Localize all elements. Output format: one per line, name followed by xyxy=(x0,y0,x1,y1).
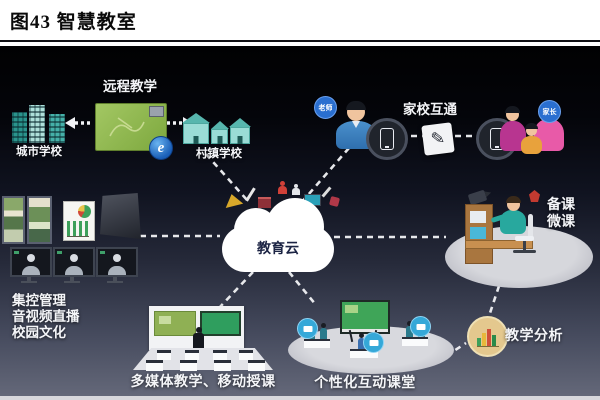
classroom-wall xyxy=(149,306,244,351)
screen-sketch xyxy=(109,117,145,137)
tablet-icon xyxy=(297,318,318,339)
figure-title-bar: 图43 智慧教室 xyxy=(0,0,600,42)
bar-chart-icon xyxy=(67,221,89,237)
house-icon xyxy=(182,113,210,144)
video-monitor-icon xyxy=(10,247,52,283)
student-desk-icon xyxy=(248,360,265,371)
video-monitor-icon xyxy=(53,247,95,283)
remote-teaching-title: 远程教学 xyxy=(103,79,157,94)
control-line-3: 校园文化 xyxy=(12,325,66,340)
student-desk-icon xyxy=(350,349,378,358)
figure-title: 图43 智慧教室 xyxy=(10,12,137,33)
interactive-classroom-icon xyxy=(286,296,456,378)
connector-lines xyxy=(65,117,501,364)
village-school-label: 村镇学校 xyxy=(196,148,242,160)
student-icon xyxy=(292,184,300,195)
multimedia-label: 多媒体教学、移动授课 xyxy=(130,373,276,389)
graduation-icon xyxy=(529,190,540,202)
education-cloud-label: 教育云 xyxy=(257,240,299,256)
student-desk-icon xyxy=(180,360,197,371)
student-desk-icon xyxy=(239,350,253,360)
greenboard-icon xyxy=(200,311,241,336)
student-desk-icon xyxy=(185,350,199,360)
browser-icon: e xyxy=(149,136,173,160)
analysis-bar-chart-icon xyxy=(477,328,499,347)
analysis-label: 教学分析 xyxy=(505,327,563,343)
book-icon xyxy=(258,197,271,208)
multimedia-classroom-icon xyxy=(133,298,273,376)
chair-icon xyxy=(528,214,533,238)
prep-line-1: 备课 xyxy=(547,196,575,212)
desk-hutch xyxy=(465,204,493,264)
student-desk-icon xyxy=(402,337,428,346)
pie-chart-icon xyxy=(78,205,91,218)
student-desk-icon xyxy=(304,339,330,348)
phone-icon xyxy=(366,118,408,160)
bottom-strip xyxy=(0,396,600,400)
city-school-icon xyxy=(12,101,68,143)
control-line-1: 集控管理 xyxy=(12,293,66,308)
prep-label: 备课 微课 xyxy=(547,196,591,230)
teaching-analysis-icon xyxy=(467,316,508,357)
report-chart-icon xyxy=(63,201,95,241)
smart-classroom-diagram: 远程教学 e 城市学校 村镇学校 家校互通 老师 ✎ xyxy=(0,46,600,396)
message-icon: ✎ xyxy=(421,122,455,156)
video-monitor-icon xyxy=(96,247,138,283)
interactive-label: 个性化互动课堂 xyxy=(314,374,416,390)
education-cloud: 教育云 xyxy=(222,196,334,272)
whiteboard-icon xyxy=(154,311,196,336)
house-icon xyxy=(229,118,251,144)
building-icon xyxy=(29,105,45,143)
student-desk-icon xyxy=(157,350,171,360)
teacher-badge: 老师 xyxy=(314,96,337,119)
tablet-icon xyxy=(363,332,384,353)
student-icon xyxy=(278,181,287,194)
city-school-label: 城市学校 xyxy=(16,146,62,158)
parent-badge: 家长 xyxy=(538,100,561,123)
control-line-2: 音视频直播 xyxy=(12,309,80,324)
village-school-icon xyxy=(182,108,251,144)
building-icon xyxy=(49,114,65,143)
house-icon xyxy=(210,121,229,144)
home-school-title: 家校互通 xyxy=(403,102,457,117)
remote-screen: e xyxy=(95,103,173,160)
control-console-icon xyxy=(100,193,141,240)
lesson-prep-scene xyxy=(443,182,595,290)
tablet-icon xyxy=(410,316,431,337)
student-desk-icon xyxy=(214,360,231,371)
student-figure xyxy=(358,333,365,349)
smartboard-icon xyxy=(340,300,390,334)
campus-poster-icon xyxy=(27,196,52,244)
student-desk-icon xyxy=(146,360,163,371)
student-desk-icon xyxy=(213,350,227,360)
control-management-label: 集控管理 音视频直播 校园文化 xyxy=(12,293,122,341)
prep-line-2: 微课 xyxy=(547,213,575,229)
building-icon xyxy=(12,112,27,143)
video-camera-icon xyxy=(467,189,488,206)
title-divider-gap xyxy=(0,42,600,46)
webcam-icon xyxy=(149,106,164,117)
campus-poster-icon xyxy=(2,196,25,244)
teacher-figure xyxy=(193,327,204,351)
desk-surface xyxy=(465,240,533,249)
student-figure xyxy=(320,323,327,339)
